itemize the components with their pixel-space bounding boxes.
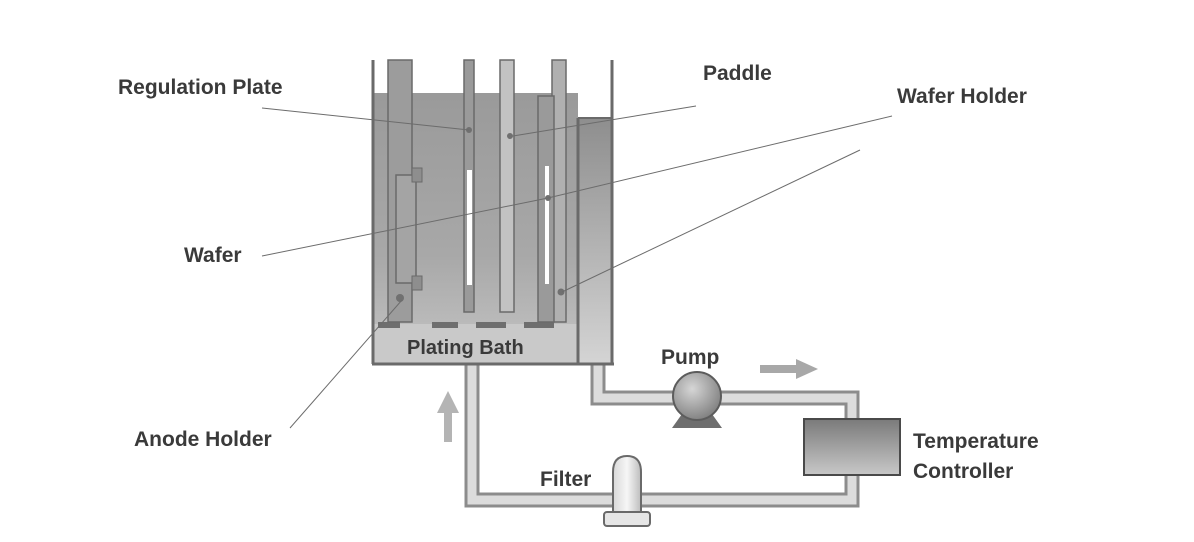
label-temperature-controller-line2: Controller xyxy=(913,460,1013,483)
label-plating-bath: Plating Bath xyxy=(407,337,524,359)
paddle xyxy=(499,59,515,313)
label-pump: Pump xyxy=(661,346,719,369)
regulation-plate xyxy=(463,59,475,313)
label-regulation-plate: Regulation Plate xyxy=(118,76,283,99)
temperature-controller-box xyxy=(803,418,901,476)
pipe-loop xyxy=(464,358,860,508)
anode-holder xyxy=(387,59,423,323)
label-filter: Filter xyxy=(540,468,591,491)
label-temperature-controller-line1: Temperature xyxy=(913,430,1039,453)
wafer-holder xyxy=(537,59,567,323)
label-anode-holder: Anode Holder xyxy=(134,428,272,451)
pump xyxy=(672,371,722,428)
label-wafer-holder: Wafer Holder xyxy=(897,85,1027,108)
filter xyxy=(603,454,651,527)
flow-arrow-right xyxy=(760,359,818,379)
membrane-dashes xyxy=(378,322,554,328)
label-paddle: Paddle xyxy=(703,62,772,85)
leader-lines xyxy=(261,105,893,429)
flow-arrow-up xyxy=(437,391,459,442)
label-wafer: Wafer xyxy=(184,244,242,267)
